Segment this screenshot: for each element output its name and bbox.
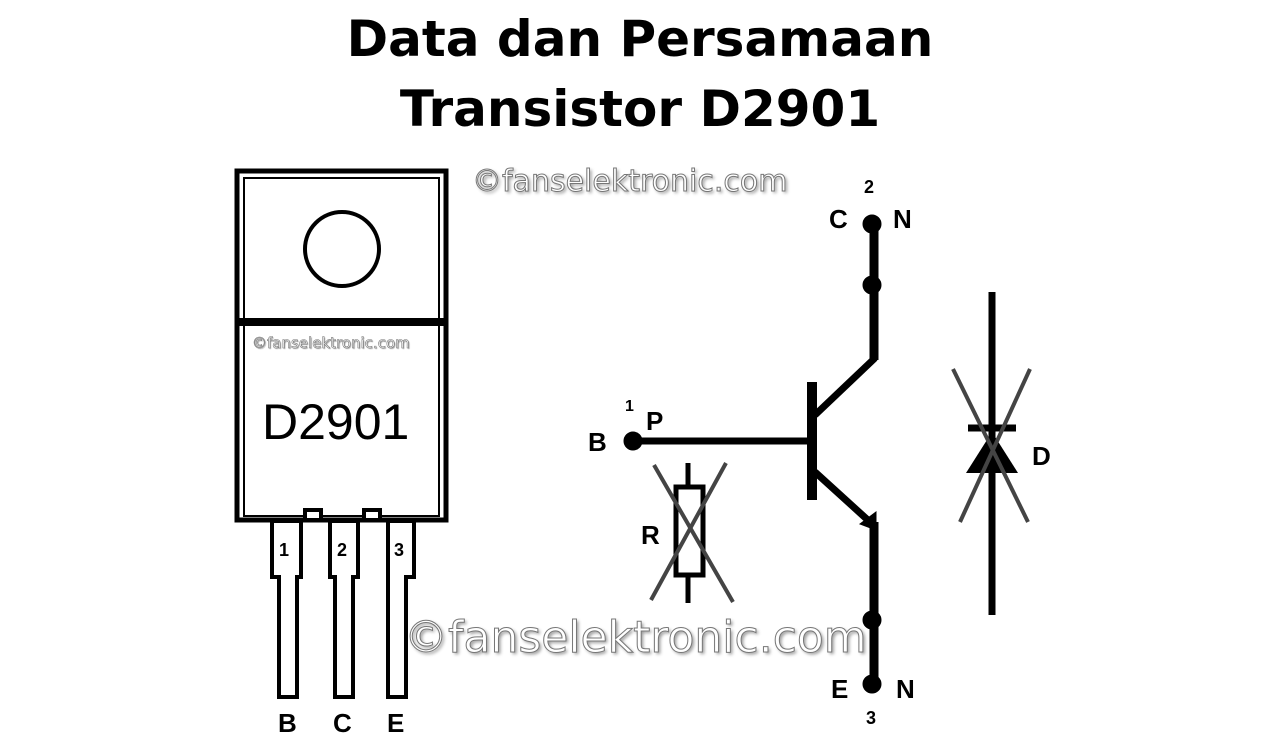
to220-package	[234, 168, 449, 699]
mounting-hole-icon	[303, 210, 381, 288]
base-label: B	[588, 427, 607, 457]
collector-label: C	[829, 204, 848, 234]
title-line-2: Transistor D2901	[399, 80, 881, 138]
emitter-label: E	[831, 674, 849, 704]
npn-transistor-symbol	[623, 214, 882, 694]
pin-number-1: 1	[279, 540, 290, 560]
pin-name-e: E	[387, 708, 405, 738]
pin-name-b: B	[278, 708, 297, 738]
title-line-1: Data dan Persamaan	[346, 10, 934, 68]
pin-number-2: 2	[337, 540, 348, 560]
collector-type: N	[893, 204, 912, 234]
watermark-bottom: ©fanselektronic.com	[404, 612, 868, 664]
diode-crossed-icon	[951, 292, 1032, 615]
base-pin-number: 1	[625, 398, 634, 415]
watermark-package: ©fanselektronic.com	[252, 334, 410, 353]
watermark-top: ©fanselektronic.com	[471, 164, 788, 200]
emitter-pin-number: 3	[866, 708, 877, 728]
diode-label: D	[1032, 441, 1051, 471]
resistor-label: R	[641, 520, 660, 550]
resistor-crossed-icon	[649, 462, 735, 603]
package-part-number: D2901	[262, 394, 410, 450]
collector-pin-number: 2	[864, 177, 875, 197]
base-type: P	[646, 406, 664, 436]
pin-number-3: 3	[394, 540, 405, 560]
emitter-type: N	[896, 674, 915, 704]
pin-name-c: C	[333, 708, 352, 738]
